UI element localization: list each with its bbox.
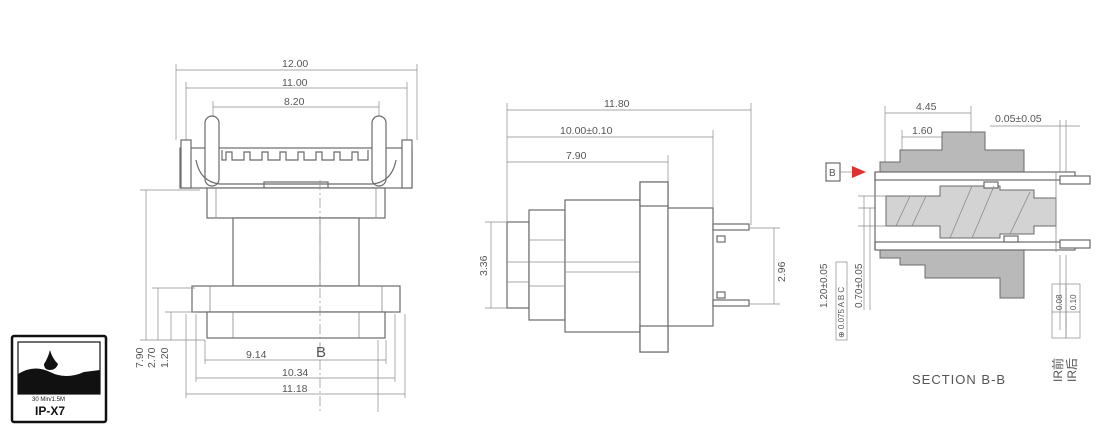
side-view: 11.80 10.00±0.10 7.90 [478, 98, 788, 353]
front-left-dimensions: 7.90 2.70 1.20 [134, 189, 205, 368]
dim-10-34: 10.34 [282, 367, 308, 379]
dim-1-60: 1.60 [912, 125, 933, 137]
section-marker-b: B [316, 344, 326, 361]
ip-depth-label: 30 Min/1.5M [32, 397, 65, 403]
dim-12-00: 12.00 [282, 58, 308, 70]
tolerance-0-08: 0.08 [1055, 294, 1064, 310]
position-tolerance: ⊕ 0.075 A B C [837, 287, 846, 338]
dim-4-45: 4.45 [916, 101, 937, 113]
dim-2-96: 2.96 [776, 261, 788, 282]
droplet-icon [44, 350, 58, 370]
dim-10-00: 10.00±0.10 [560, 125, 613, 137]
dim-8-20: 8.20 [284, 96, 305, 108]
side-connector-body [506, 181, 750, 353]
section-vertical-dimensions: 1.20±0.05 ⊕ 0.075 A B C 0.70±0.05 [819, 195, 886, 341]
ir-annotations: 0.08 0.10 IR前 IR后 [1050, 283, 1081, 382]
dim-11-18: 11.18 [282, 383, 308, 395]
datum-b-label: B [829, 168, 836, 179]
dim-1-20: 1.20 [159, 347, 171, 368]
side-vertical-dimensions: 3.36 2.96 [478, 221, 788, 309]
dim-7-90-side: 7.90 [566, 150, 587, 162]
front-view: 12.00 11.00 8.20 [134, 58, 418, 412]
dim-0-05: 0.05±0.05 [995, 113, 1042, 125]
datum-triangle [852, 166, 866, 178]
dim-9-14: 9.14 [246, 349, 267, 361]
section-view: 4.45 1.60 0.05±0.05 B [819, 101, 1091, 387]
dim-3-36: 3.36 [478, 255, 490, 276]
ip-rating-badge: 30 Min/1.5M IP-X7 [10, 334, 108, 424]
dim-11-00: 11.00 [282, 77, 308, 89]
ir-back-label: IR后 [1065, 358, 1079, 382]
ir-front-label: IR前 [1050, 358, 1065, 382]
dim-2-70: 2.70 [146, 347, 158, 368]
side-top-dimensions: 11.80 10.00±0.10 7.90 [506, 98, 752, 225]
dim-7-90: 7.90 [134, 347, 146, 368]
section-body [874, 131, 1091, 330]
tolerance-0-10: 0.10 [1069, 294, 1078, 310]
datum-b-flag: B [825, 162, 866, 182]
ip-rating-label: IP-X7 [35, 404, 65, 418]
dim-11-80: 11.80 [604, 98, 630, 110]
front-bottom-dimensions: 9.14 10.34 11.18 [185, 314, 406, 398]
dim-1-20-section: 1.20±0.05 [819, 263, 830, 308]
section-title: SECTION B-B [912, 372, 1006, 387]
section-top-dimensions: 4.45 1.60 0.05±0.05 [884, 101, 1080, 172]
dim-0-70-section: 0.70±0.05 [854, 263, 865, 308]
water-icon [18, 368, 100, 394]
front-connector-body [179, 115, 413, 412]
